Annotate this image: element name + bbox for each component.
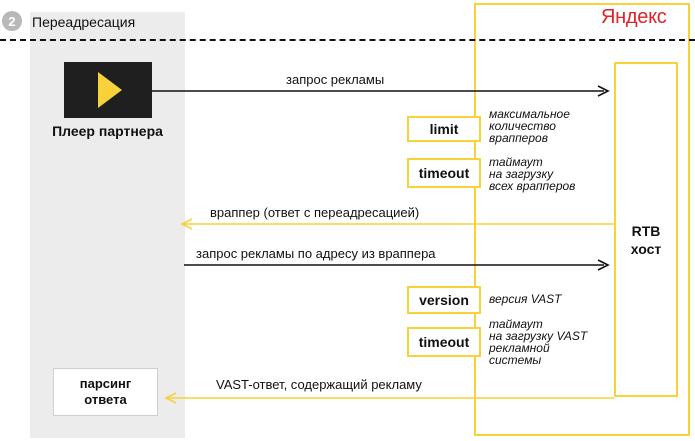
separator-dashed-line bbox=[0, 39, 695, 41]
parse-label-line2: ответа bbox=[84, 392, 127, 407]
rtb-label-line1: RTB bbox=[631, 223, 661, 239]
parse-label-line1: парсинг bbox=[79, 376, 132, 392]
play-triangle-icon bbox=[98, 72, 122, 108]
param-timeout-wrappers-box: timeout bbox=[407, 158, 481, 188]
param-version-box: version bbox=[407, 286, 481, 314]
play-icon bbox=[64, 62, 152, 118]
arrow-ad-request-by-wrapper-head bbox=[597, 259, 610, 271]
arrow-wrapper-response-head bbox=[180, 218, 193, 230]
partner-player-label: Плеер партнера bbox=[52, 123, 163, 139]
label-ad-request: запрос рекламы bbox=[286, 72, 385, 87]
label-ad-request-by-wrapper: запрос рекламы по адресу из враппера bbox=[196, 246, 436, 261]
param-timeout-vast-note: таймаут на загрузку VAST рекламной систе… bbox=[489, 317, 588, 367]
arrow-vast-response-head bbox=[164, 392, 177, 404]
label-wrapper-response: враппер (ответ с переадресацией) bbox=[210, 205, 420, 220]
label-vast-response: VAST-ответ, содержащий рекламу bbox=[216, 377, 422, 392]
rtb-host-label: RTB хост bbox=[614, 222, 678, 258]
param-version-note: версия VAST bbox=[489, 292, 562, 306]
rtb-host-box bbox=[614, 62, 678, 397]
yandex-side-frame bbox=[474, 3, 690, 436]
param-limit-box: limit bbox=[407, 116, 481, 142]
param-limit-note: максимальное количество врапперов bbox=[489, 107, 570, 145]
param-timeout-wrappers-note: таймаут на загрузку всех врапперов bbox=[489, 155, 576, 193]
arrow-ad-request-head bbox=[597, 85, 610, 97]
rtb-label-line2: хост bbox=[630, 241, 662, 258]
scenario-title: Переадресация bbox=[32, 14, 136, 30]
step-number-badge: 2 bbox=[2, 11, 22, 31]
response-parsing-box: парсинг ответа bbox=[53, 368, 158, 416]
param-timeout-vast-box: timeout bbox=[407, 327, 481, 357]
yandex-logo: Яндекс bbox=[601, 6, 667, 28]
